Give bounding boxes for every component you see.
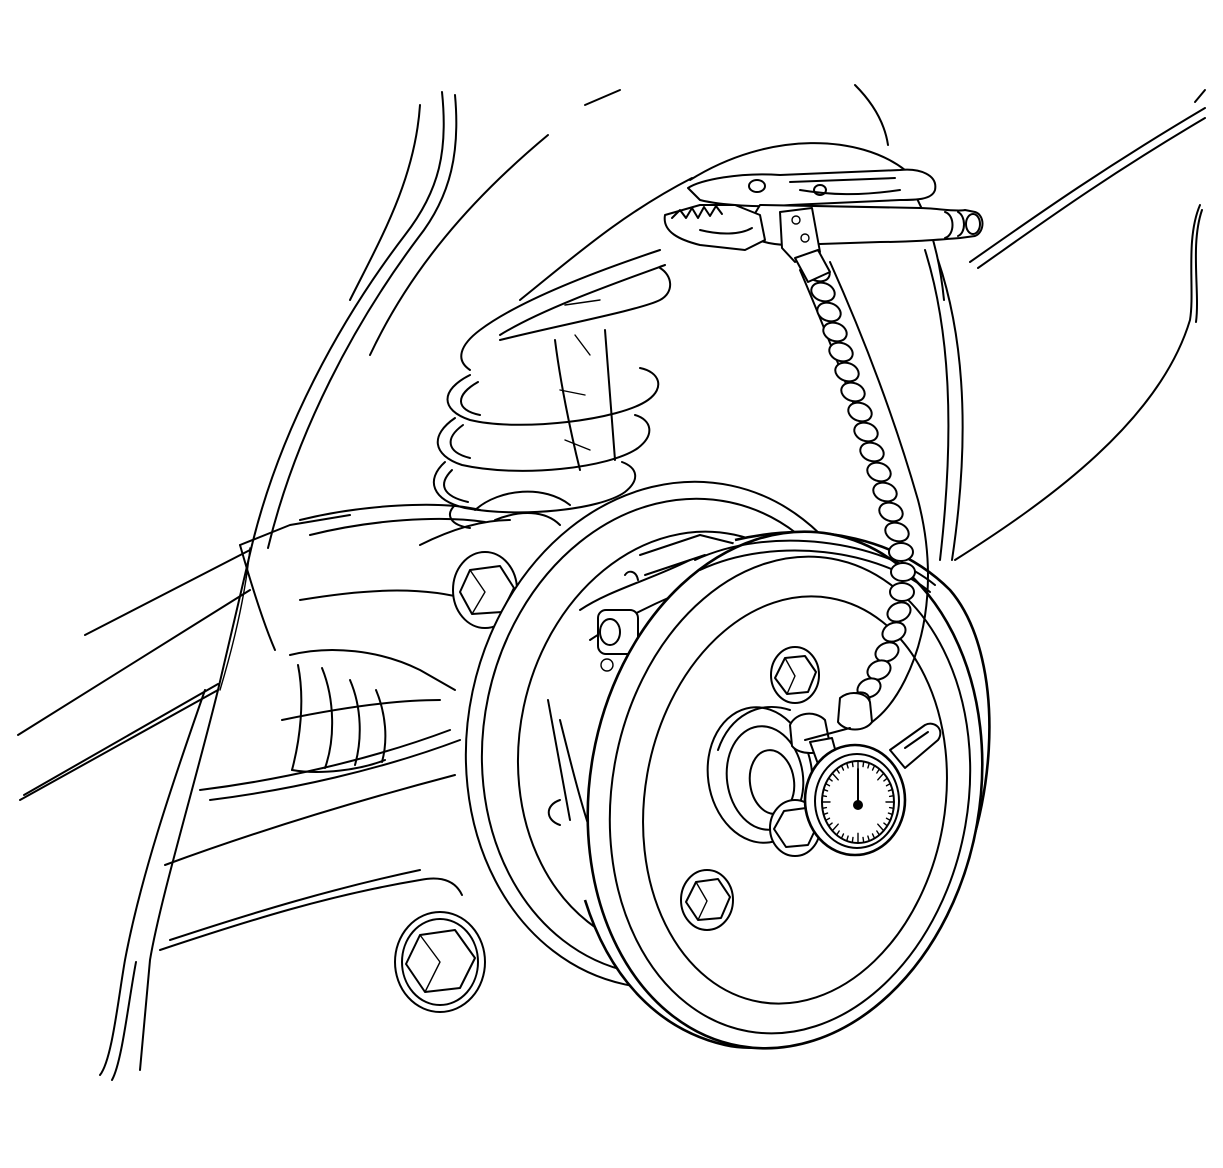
dial-tick: [883, 777, 888, 782]
arm-bead: [810, 281, 836, 303]
dial-tick: [828, 777, 833, 782]
dial-tick: [825, 782, 831, 787]
dial-ticks: [821, 760, 895, 844]
flexible-arm: [799, 261, 929, 726]
dial-tick: [851, 836, 854, 843]
arm-bead: [886, 601, 912, 623]
dial-tick: [825, 817, 831, 822]
dial-tick: [840, 765, 845, 771]
dial-tick: [823, 788, 829, 792]
dial-tick: [851, 761, 854, 768]
arm-bead: [853, 421, 879, 443]
dial-tick: [821, 806, 828, 810]
dial-tick: [862, 836, 865, 843]
dial-tick: [871, 765, 876, 771]
dial-tick: [831, 823, 839, 832]
dial-tick: [877, 772, 885, 781]
arm-bead: [859, 441, 885, 463]
dial-tick: [867, 762, 870, 769]
lug-nut-bottom: [680, 869, 734, 931]
locking-pliers: [663, 168, 984, 283]
dial-tick: [846, 762, 849, 769]
dial-tick: [887, 788, 893, 792]
dial-tick: [885, 817, 891, 822]
arm-bead: [878, 501, 904, 523]
arm-bead: [866, 659, 892, 681]
arm-bead: [834, 361, 860, 383]
dial-tick: [876, 768, 880, 774]
arm-bead: [816, 301, 842, 323]
upper-bolt: [452, 551, 518, 629]
dial-tick: [821, 794, 828, 798]
axle-beam: [159, 490, 571, 1013]
dial-tick: [862, 761, 865, 768]
dial-tick: [885, 782, 891, 787]
dial-tick: [831, 772, 839, 781]
arm-bead: [888, 542, 914, 562]
dial-tick: [828, 822, 833, 827]
dial-tick: [846, 835, 849, 842]
dial-tick: [888, 794, 895, 798]
coil-spring: [432, 249, 672, 529]
dial-tick: [877, 823, 885, 832]
arm-bead: [874, 641, 900, 663]
lower-bolt: [394, 911, 486, 1013]
lug-nut-top: [770, 646, 820, 704]
arm-bead: [889, 582, 915, 602]
arm-bead: [890, 562, 916, 582]
arm-bead: [872, 481, 898, 503]
body-panel: [17, 84, 1206, 1081]
arm-bead: [866, 461, 892, 483]
dial-tick: [887, 812, 893, 816]
arm-bead: [840, 381, 866, 403]
arm-bead: [822, 321, 848, 343]
arm-bead: [884, 521, 910, 543]
dial-tick: [888, 806, 895, 810]
dial-tick: [836, 830, 840, 836]
dial-tick: [871, 833, 876, 839]
dial-indicator: [789, 692, 942, 857]
dial-tick: [823, 812, 829, 816]
arm-bead: [881, 621, 907, 643]
arm-bead: [828, 341, 854, 363]
dial-tick: [867, 835, 870, 842]
dial-tick: [876, 830, 880, 836]
arm-beads: [805, 261, 916, 713]
dial-tick: [840, 833, 845, 839]
arm-bead: [847, 401, 873, 423]
dial-tick: [836, 768, 840, 774]
dial-tick: [883, 822, 888, 827]
dial-pivot: [853, 800, 863, 810]
